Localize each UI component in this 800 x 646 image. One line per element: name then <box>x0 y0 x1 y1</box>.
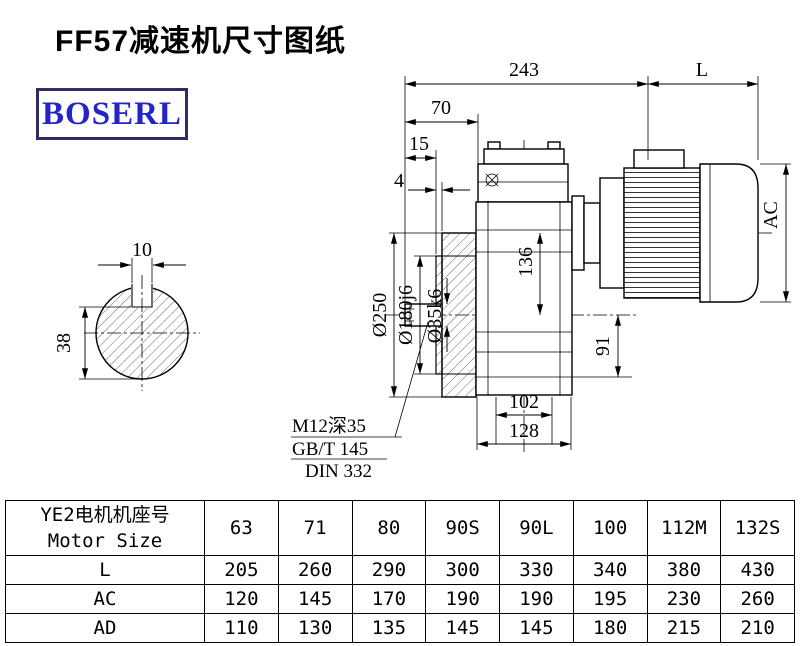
gearbox-side-view: 243 L 70 15 4 Ø250 Ø180j6 Ø35k6 1 <box>291 59 791 482</box>
dim-shaft-dia: Ø35k6 <box>424 289 446 343</box>
dim-flange-dia: Ø250 <box>369 293 391 337</box>
value-cell: 130 <box>277 613 353 643</box>
note-standard-din: DIN 332 <box>305 461 372 482</box>
page-title: FF57减速机尺寸图纸 <box>55 25 347 58</box>
value-cell: 120 <box>204 584 279 614</box>
value-cell: 260 <box>720 584 795 614</box>
motor-size-header-en: Motor Size <box>47 530 163 552</box>
row-label-l: L <box>5 555 205 585</box>
dim-key-width: 10 <box>132 239 152 261</box>
motor-size-table: YE2电机机座号 Motor Size 63 71 80 90S 90L 100… <box>5 500 795 643</box>
table-row-ad: AD 110 130 135 145 145 180 215 210 <box>5 613 795 643</box>
tapped-hole-note: M12深35 GB/T 145 DIN 332 <box>291 321 429 482</box>
value-cell: 170 <box>351 584 427 614</box>
dim-overall-length: 243 <box>509 59 539 81</box>
motor <box>599 149 759 303</box>
value-cell: 300 <box>425 555 500 585</box>
value-cell: 380 <box>646 555 722 585</box>
value-cell: 260 <box>277 555 353 585</box>
dim-motor-length: L <box>696 59 708 81</box>
value-cell: 190 <box>499 584 574 614</box>
size-col-112m: 112M <box>646 500 722 556</box>
value-cell: 190 <box>425 584 500 614</box>
table-header-row: YE2电机机座号 Motor Size 63 71 80 90S 90L 100… <box>5 500 795 556</box>
size-col-90s: 90S <box>425 500 500 556</box>
value-cell: 230 <box>646 584 722 614</box>
value-cell: 135 <box>351 613 427 643</box>
dim-base-span-inner: 102 <box>509 391 539 413</box>
value-cell: 205 <box>204 555 279 585</box>
dim-base-span-outer: 128 <box>509 420 539 442</box>
value-cell: 430 <box>720 555 795 585</box>
value-cell: 145 <box>499 613 574 643</box>
dim-face-depth: 70 <box>431 97 451 119</box>
dim-pilot-dia: Ø180j6 <box>395 285 417 345</box>
value-cell: 210 <box>720 613 795 643</box>
size-col-63: 63 <box>204 500 279 556</box>
row-label-ad: AD <box>5 613 205 643</box>
dim-axis-height: 136 <box>515 247 537 277</box>
bolt-hole-icon <box>485 173 499 187</box>
motor-size-header: YE2电机机座号 Motor Size <box>5 500 205 556</box>
brand-logo: BOSERL <box>36 88 188 140</box>
table-row-l: L 205 260 290 300 330 340 380 430 <box>5 555 795 585</box>
dim-key-height: 38 <box>53 333 75 353</box>
dim-shaft-ext: 15 <box>409 133 429 155</box>
note-tapped-hole: M12深35 <box>292 415 366 437</box>
value-cell: 215 <box>646 613 722 643</box>
size-col-71: 71 <box>277 500 353 556</box>
value-cell: 110 <box>204 613 279 643</box>
row-label-ac: AC <box>5 584 205 614</box>
size-col-100: 100 <box>572 500 648 556</box>
size-col-90l: 90L <box>499 500 574 556</box>
value-cell: 340 <box>572 555 648 585</box>
size-col-80: 80 <box>351 500 427 556</box>
dim-base-height: 91 <box>592 336 614 356</box>
shaft-end-view: 10 38 <box>53 239 200 391</box>
value-cell: 330 <box>499 555 574 585</box>
value-cell: 195 <box>572 584 648 614</box>
dim-gap: 4 <box>394 170 404 192</box>
value-cell: 145 <box>277 584 353 614</box>
size-col-132s: 132S <box>720 500 795 556</box>
dim-motor-dia: AC <box>760 201 782 229</box>
value-cell: 290 <box>351 555 427 585</box>
technical-drawing: 10 38 <box>53 59 791 482</box>
motor-size-header-cn: YE2电机机座号 <box>40 504 170 526</box>
note-standard-gb: GB/T 145 <box>292 439 368 460</box>
table-row-ac: AC 120 145 170 190 190 195 230 260 <box>5 584 795 614</box>
value-cell: 145 <box>425 613 500 643</box>
value-cell: 180 <box>572 613 648 643</box>
